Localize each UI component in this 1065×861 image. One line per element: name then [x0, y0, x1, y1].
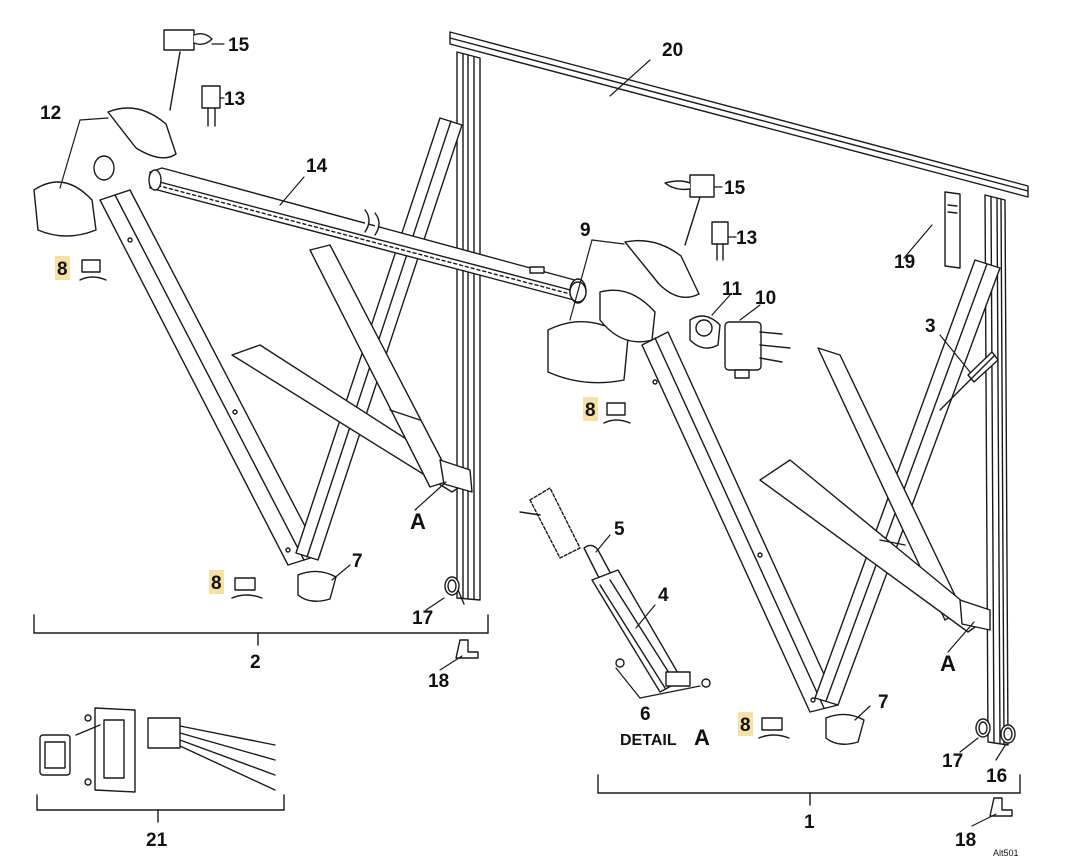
detail-a-caption-word: DETAIL [620, 732, 677, 749]
spring-clip-icon-3 [231, 577, 263, 599]
part-label-16: 16 [986, 766, 1007, 787]
spring-clip-icon-2 [603, 402, 631, 424]
leader-lines [59, 43, 1007, 827]
right-spring-16 [1000, 724, 1016, 744]
part-label-14: 14 [306, 156, 328, 177]
detail-a-assembly [519, 487, 711, 693]
highlight-8-a [55, 256, 70, 280]
part-label-4: 4 [658, 585, 669, 606]
right-foot-cap [825, 713, 865, 745]
highlight-8-d [738, 712, 753, 736]
detail-a-caption-letter: A [694, 725, 710, 750]
detail-marker-a-left: A [410, 509, 426, 534]
clip-right [664, 174, 729, 261]
right-end-cap [547, 239, 700, 384]
left-foot-cap [297, 570, 337, 602]
highlight-8-c [209, 570, 224, 594]
right-wall-channel [984, 194, 1009, 746]
warning-label [944, 191, 961, 269]
part-label-8-b: 8 [585, 400, 596, 421]
motor-assembly [689, 315, 791, 379]
part-label-18-right: 18 [955, 830, 976, 851]
right-arm-assembly [641, 259, 1001, 713]
part-label-17-right: 17 [942, 751, 963, 772]
part-label-6: 6 [640, 704, 651, 725]
part-label-9: 9 [580, 220, 591, 241]
part-label-2: 2 [250, 652, 261, 673]
part-label-17-left: 17 [412, 608, 433, 629]
part-label-7-left: 7 [352, 551, 363, 572]
part-label-12: 12 [40, 103, 61, 124]
part-label-19: 19 [894, 252, 915, 273]
part-label-20: 20 [662, 40, 683, 61]
spring-clip-icon-1 [79, 259, 107, 281]
part-label-13-right: 13 [736, 228, 757, 249]
part-label-13-left: 13 [224, 89, 245, 110]
roller-tube [148, 167, 587, 304]
assembly-2-bracket [33, 614, 489, 646]
right-bottom-bracket [989, 797, 1013, 817]
left-spring [444, 576, 465, 605]
highlight-8-b [583, 397, 598, 421]
part-label-8-d: 8 [740, 715, 751, 736]
right-spring-17 [975, 718, 991, 738]
part-label-21: 21 [146, 830, 168, 851]
part-label-18-left: 18 [428, 671, 449, 692]
part-label-1: 1 [804, 812, 815, 833]
left-end-cap [33, 107, 177, 237]
part-label-8-a: 8 [57, 259, 68, 280]
part-label-5: 5 [614, 519, 625, 540]
assembly-1-bracket [597, 774, 1021, 806]
left-bottom-bracket [455, 639, 479, 659]
clip-left [163, 29, 221, 127]
part-label-8-c: 8 [211, 573, 222, 594]
part-label-15-right: 15 [724, 178, 746, 199]
awning-rail [449, 31, 1029, 198]
part-label-11: 11 [722, 279, 743, 300]
figure-id: Alt501 [993, 848, 1019, 858]
spring-clip-icon-4 [758, 717, 790, 739]
switch-kit [39, 707, 276, 793]
part-label-7-right: 7 [878, 692, 889, 713]
left-wall-channel [456, 51, 481, 601]
part-label-10: 10 [755, 288, 776, 309]
assembly-21-bracket [36, 794, 285, 823]
part-label-3: 3 [925, 316, 936, 337]
part-label-15-left: 15 [228, 35, 250, 56]
left-arm-assembly [99, 117, 473, 566]
detail-marker-a-right: A [940, 651, 956, 676]
